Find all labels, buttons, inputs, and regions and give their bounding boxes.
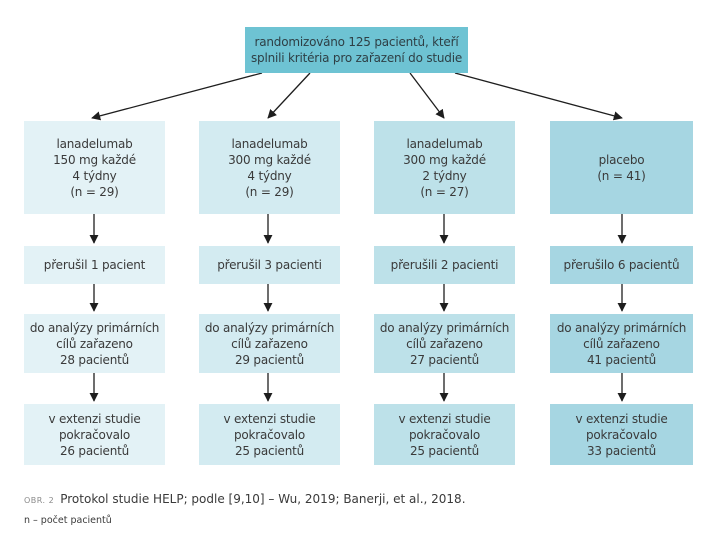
arm-3-line-4: (n = 27) [420, 184, 469, 199]
dropout-1-text: přerušil 1 pacient [43, 258, 146, 272]
arm-3-line-3: 2 týdny [422, 168, 467, 183]
analysis-box-3: do analýzy primárních cílů zařazeno 27 p… [374, 314, 515, 373]
analysis-2-line-3: 29 pacientů [234, 352, 305, 367]
arm-2-line-3: 4 týdny [247, 168, 292, 183]
analysis-3-line-1: do analýzy primárních [379, 320, 510, 335]
arrow-top-to-arm-2 [267, 72, 311, 119]
extension-4-line-1: v extenzi studie [575, 411, 668, 426]
randomization-box: randomizováno 125 pacientů, kteří splnil… [245, 27, 468, 73]
extension-3-line-2: pokračovalo [408, 427, 481, 442]
extension-4-line-3: 33 pacientů [586, 443, 657, 458]
dropout-3-text: přerušili 2 pacienti [390, 258, 499, 272]
arm-2-line-1: lanadelumab [231, 136, 308, 151]
arm-box-3: lanadelumab 300 mg každé 2 týdny (n = 27… [374, 121, 515, 214]
randomization-line-2: splnili kritéria pro zařazení do studie [250, 51, 463, 65]
analysis-4-line-3: 41 pacientů [586, 352, 657, 367]
randomization-line-1: randomizováno 125 pacientů, kteří [254, 35, 459, 49]
arm-3-line-2: 300 mg každé [403, 152, 486, 167]
analysis-box-1: do analýzy primárních cílů zařazeno 28 p… [24, 314, 165, 373]
extension-box-1: v extenzi studie pokračovalo 26 pacientů [24, 404, 165, 465]
analysis-1-line-2: cílů zařazeno [56, 336, 133, 351]
arrow-top-to-arm-1 [91, 72, 263, 121]
arrow-top-to-arm-4 [454, 72, 623, 121]
analysis-3-line-2: cílů zařazeno [406, 336, 483, 351]
extension-1-line-1: v extenzi studie [48, 411, 141, 426]
figure-label: OBR. 2 [24, 496, 55, 505]
extension-3-line-1: v extenzi studie [398, 411, 491, 426]
extension-3-line-3: 25 pacientů [409, 443, 480, 458]
arm-2-line-4: (n = 29) [245, 184, 294, 199]
arm-4-line-1: placebo [598, 152, 645, 167]
analysis-box-2: do analýzy primárních cílů zařazeno 29 p… [199, 314, 340, 373]
arm-box-2: lanadelumab 300 mg každé 4 týdny (n = 29… [199, 121, 340, 214]
dropout-box-3: přerušili 2 pacienti [374, 246, 515, 284]
arm-1-line-4: (n = 29) [70, 184, 119, 199]
analysis-1-line-3: 28 pacientů [59, 352, 130, 367]
dropout-2-text: přerušil 3 pacienti [217, 258, 322, 272]
dropout-box-4: přerušilo 6 pacientů [550, 246, 693, 284]
figure-caption-text: Protokol studie HELP; podle [9,10] – Wu,… [60, 492, 466, 506]
arrow-top-to-arm-3 [409, 72, 445, 119]
arm-3-line-1: lanadelumab [406, 136, 483, 151]
analysis-1-line-1: do analýzy primárních [29, 320, 160, 335]
dropout-box-1: přerušil 1 pacient [24, 246, 165, 284]
dropout-box-2: přerušil 3 pacienti [199, 246, 340, 284]
extension-4-line-2: pokračovalo [585, 427, 658, 442]
figure-caption: OBR. 2 Protokol studie HELP; podle [9,10]… [24, 492, 466, 506]
arm-4-line-2: (n = 41) [597, 168, 646, 183]
analysis-2-line-2: cílů zařazeno [231, 336, 308, 351]
arm-2-line-2: 300 mg každé [228, 152, 311, 167]
analysis-3-line-3: 27 pacientů [409, 352, 480, 367]
footnote: n – počet pacientů [24, 515, 112, 526]
extension-1-line-3: 26 pacientů [59, 443, 130, 458]
analysis-4-line-2: cílů zařazeno [583, 336, 660, 351]
arm-box-1: lanadelumab 150 mg každé 4 týdny (n = 29… [24, 121, 165, 214]
analysis-4-line-1: do analýzy primárních [556, 320, 687, 335]
arm-1-line-1: lanadelumab [56, 136, 133, 151]
analysis-2-line-1: do analýzy primárních [204, 320, 335, 335]
dropout-4-text: přerušilo 6 pacientů [563, 258, 680, 272]
extension-box-2: v extenzi studie pokračovalo 25 pacientů [199, 404, 340, 465]
arm-1-line-2: 150 mg každé [53, 152, 136, 167]
extension-2-line-3: 25 pacientů [234, 443, 305, 458]
arm-1-line-3: 4 týdny [72, 168, 117, 183]
extension-box-4: v extenzi studie pokračovalo 33 pacientů [550, 404, 693, 465]
analysis-box-4: do analýzy primárních cílů zařazeno 41 p… [550, 314, 693, 373]
extension-2-line-1: v extenzi studie [223, 411, 316, 426]
extension-box-3: v extenzi studie pokračovalo 25 pacientů [374, 404, 515, 465]
extension-1-line-2: pokračovalo [58, 427, 131, 442]
extension-2-line-2: pokračovalo [233, 427, 306, 442]
arm-box-4: placebo (n = 41) [550, 121, 693, 214]
